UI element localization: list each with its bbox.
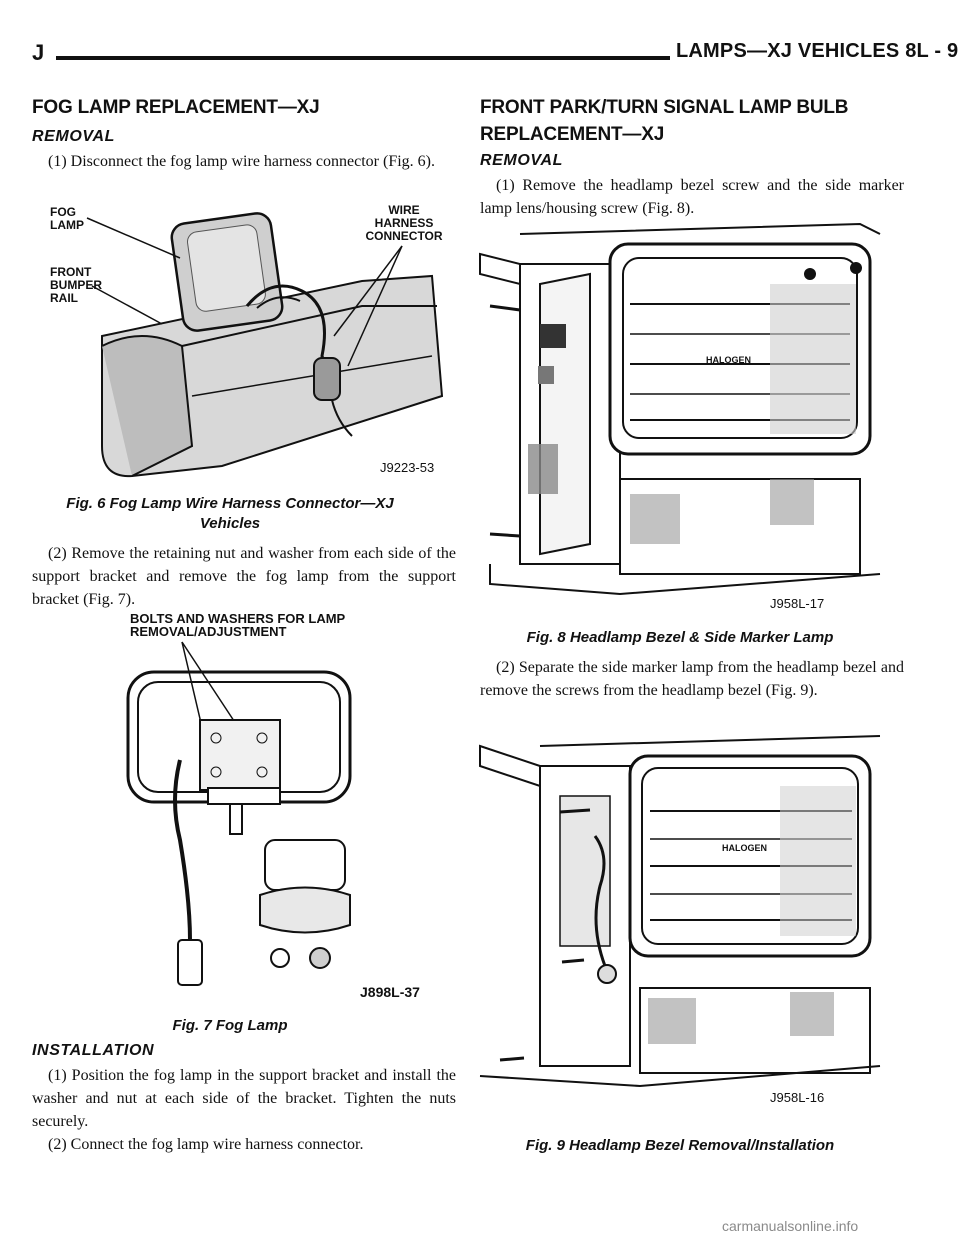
fig9-caption: Fig. 9 Headlamp Bezel Removal/Installati… xyxy=(525,1137,835,1154)
fog-step2: (2) Remove the retaining nut and washer … xyxy=(32,545,456,608)
fig6-label-fog-lamp: FOG LAMP xyxy=(50,205,84,232)
fig6-illustration xyxy=(86,212,444,478)
fig6-label-front-bumper-rail: FRONT BUMPER RAIL xyxy=(50,265,103,305)
header-rule xyxy=(56,56,670,60)
fog-lamp-title: FOG LAMP REPLACEMENT—XJ xyxy=(32,97,320,118)
header-letter: J xyxy=(32,40,45,65)
fig7-illustration xyxy=(126,641,352,986)
header-section-title: LAMPS—XJ VEHICLES 8L - 9 xyxy=(676,40,959,62)
fog-step1: (1) Disconnect the fog lamp wire harness… xyxy=(48,153,435,170)
park-step2: (2) Separate the side marker lamp from t… xyxy=(480,659,904,699)
fig6-label-wire-harness-connector: WIRE HARNESS CONNECTOR xyxy=(365,203,443,243)
fig6-ref: J9223-53 xyxy=(380,460,435,475)
fig7-label-bolts: BOLTS AND WASHERS FOR LAMP REMOVAL/ADJUS… xyxy=(130,611,345,639)
fog-inst1: (1) Position the fog lamp in the support… xyxy=(32,1067,456,1130)
fig7-caption: Fig. 7 Fog Lamp xyxy=(172,1017,288,1034)
fig8-halogen-label: HALOGEN xyxy=(706,355,751,365)
fig8-illustration xyxy=(479,222,881,596)
footer-watermark: carmanualsonline.info xyxy=(722,1218,859,1234)
removal-heading-left: REMOVAL xyxy=(32,128,116,145)
installation-heading: INSTALLATION xyxy=(32,1042,155,1059)
fig8-caption: Fig. 8 Headlamp Bezel & Side Marker Lamp xyxy=(526,629,834,646)
park-step1: (1) Remove the headlamp bezel screw and … xyxy=(480,177,904,217)
fog-inst2: (2) Connect the fog lamp wire harness co… xyxy=(48,1136,364,1153)
fig9-ref: J958L-16 xyxy=(770,1090,825,1105)
fig8-ref: J958L-17 xyxy=(770,596,825,611)
removal-heading-right: REMOVAL xyxy=(480,152,564,169)
fig6-caption: Fig. 6 Fog Lamp Wire Harness Connector—X… xyxy=(66,495,394,532)
fig9-illustration xyxy=(479,735,881,1088)
fig7-ref: J898L-37 xyxy=(360,984,420,1000)
park-turn-title: FRONT PARK/TURN SIGNAL LAMP BULB REPLACE… xyxy=(480,97,849,145)
fig9-halogen-label: HALOGEN xyxy=(722,843,767,853)
